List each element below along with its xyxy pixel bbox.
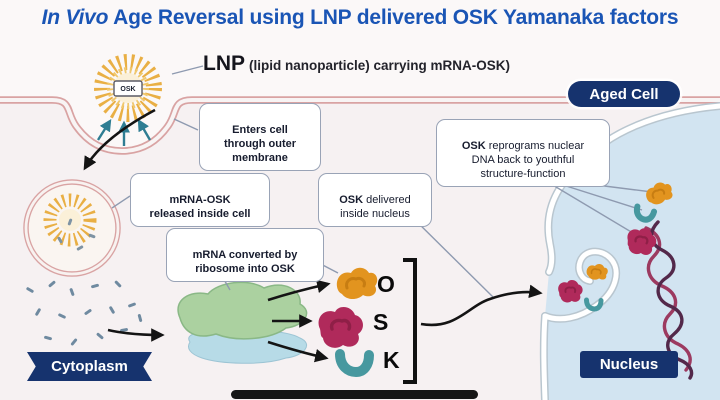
callout-mrna-released-text: mRNA-OSK released inside cell — [149, 194, 251, 221]
callout-reprograms-bold: OSK — [461, 140, 486, 153]
callout-delivered-text: delivered inside nucleus — [340, 194, 411, 221]
dna-helix-icon — [644, 220, 694, 380]
factor-letter-s: S — [373, 309, 389, 335]
callout-mrna-converted-text: mRNA converted by ribosome into OSK — [192, 249, 298, 276]
nucleus-badge: Nucleus — [580, 351, 678, 378]
cytoplasm-label: Cytoplasm — [51, 358, 128, 375]
title-italic: In Vivo — [41, 6, 109, 29]
cell-membrane — [0, 0, 720, 155]
lnp-legend-text: (lipid nanoparticle) carrying mRNA-OSK) — [249, 58, 511, 73]
aged-cell-badge: Aged Cell — [568, 81, 680, 107]
callout-reprograms-text: reprograms nuclear DNA back to youthful … — [471, 140, 585, 181]
lnp-legend-bold: LNP — [203, 52, 245, 75]
lnp-chip-label: OSK — [120, 86, 135, 93]
factor-letter-o: O — [377, 271, 395, 297]
lnp-legend: LNP (lipid nanoparticle) carrying mRNA-O… — [203, 52, 510, 76]
page-title: In Vivo Age Reversal using LNP delivered… — [0, 6, 720, 30]
flow-arrows — [83, 108, 543, 363]
lnp-particle-icon: OSK — [94, 54, 162, 122]
oct4-protein-icon — [335, 266, 379, 301]
callout-delivered-bold: OSK — [339, 194, 364, 207]
mrna-fragments-in-endosome — [57, 218, 96, 251]
factor-letter-k: K — [383, 347, 400, 373]
osk-bracket — [403, 258, 417, 384]
nucleus-label: Nucleus — [599, 356, 659, 373]
callout-mrna-released: mRNA-OSK released inside cell — [130, 173, 270, 228]
callout-osk-delivered: OSK delivered inside nucleus — [318, 173, 432, 228]
klf4-protein-icon — [340, 354, 369, 372]
callout-enters-cell-text: Enters cell through outer membrane — [223, 124, 297, 165]
released-mrna-fragments — [26, 280, 143, 346]
sox2-protein-icon — [316, 305, 365, 350]
callout-osk-reprograms: OSK reprograms nuclear DNA back to youth… — [436, 119, 610, 188]
callout-enters-cell: Enters cell through outer membrane — [199, 103, 321, 172]
ribosome-icon — [177, 281, 308, 364]
title-rest: Age Reversal using LNP delivered OSK Yam… — [108, 6, 679, 29]
aged-cell-label: Aged Cell — [589, 85, 659, 103]
cytoplasm-badge: Cytoplasm — [27, 352, 152, 381]
bottom-bar — [231, 390, 478, 399]
endosome-icon — [23, 179, 121, 277]
callout-mrna-converted: mRNA converted by ribosome into OSK — [166, 228, 324, 283]
